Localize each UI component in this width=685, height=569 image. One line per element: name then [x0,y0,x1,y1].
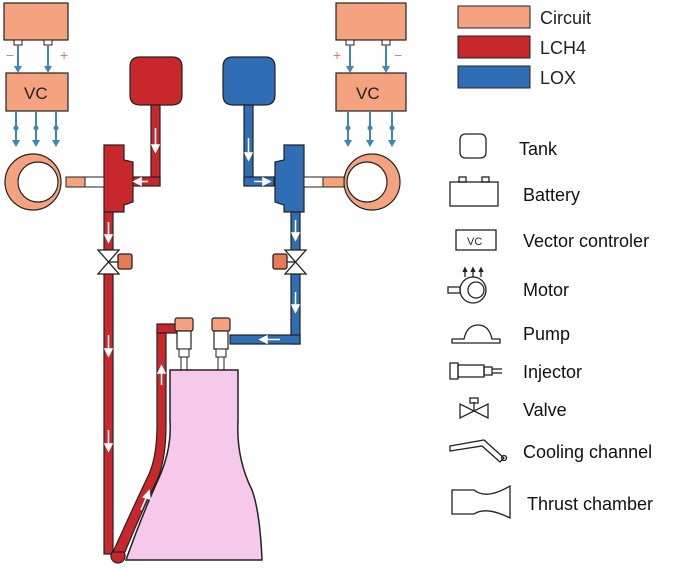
left-circuit: − + VC [3,2,105,211]
left-minus-sign: − [6,47,14,63]
left-vc-label: VC [24,84,48,103]
symbol-label-pump: Pump [523,324,570,344]
thrust-chamber [124,369,263,561]
tank-icon [459,133,487,159]
legend-swatch-lch4 [457,35,531,59]
right-battery [335,2,407,41]
right-minus-sign: − [394,47,402,63]
color-legend: Circuit LCH4 LOX [457,5,591,89]
motor-icon [447,266,487,304]
symbol-label-vector-controller: Vector controler [523,231,649,251]
lch4-pump [103,144,134,213]
pump-icon [451,324,501,344]
symbol-label-injector: Injector [523,362,582,382]
lox-plumbing [222,56,305,345]
lox-valve [272,249,308,275]
oxidizer-injector [211,317,231,370]
legend-label-circuit: Circuit [540,8,591,28]
thrust-chamber-icon [451,484,511,520]
symbol-label-tank: Tank [519,139,558,159]
symbol-key [447,133,511,520]
legend-swatch-lox [457,65,531,89]
symbol-label-battery: Battery [523,185,580,205]
vector-controller-icon-text: VC [467,236,482,248]
symbol-label-cooling-channel: Cooling channel [523,442,652,462]
left-battery [3,2,69,41]
lch4-pipe-down [103,273,114,555]
symbol-label-thrust-chamber: Thrust chamber [527,494,653,514]
legend-swatch-circuit [457,5,531,29]
lch4-valve [96,249,133,275]
lox-tank [222,56,276,106]
cooling-channel-icon [449,439,508,463]
lox-pump [274,144,305,213]
right-vc-label: VC [356,84,380,103]
fuel-injector [174,317,194,370]
battery-icon [449,176,499,207]
right-vector-controller [335,72,407,112]
lch4-tank [129,56,183,106]
symbol-label-valve: Valve [523,400,567,420]
right-circuit: + − VC [303,2,407,211]
injector-icon [449,362,502,380]
vector-controller-icon [455,229,497,251]
legend-label-lch4: LCH4 [540,38,586,58]
left-vector-controller [5,72,69,112]
left-plus-sign: + [60,47,68,63]
symbol-labels: Tank Battery Vector controler Motor Pump… [519,139,653,514]
symbol-label-motor: Motor [523,280,569,300]
valve-icon [459,397,489,420]
right-plus-sign: + [333,47,341,63]
legend-label-lox: LOX [540,68,576,88]
flow-arrows [103,128,301,511]
